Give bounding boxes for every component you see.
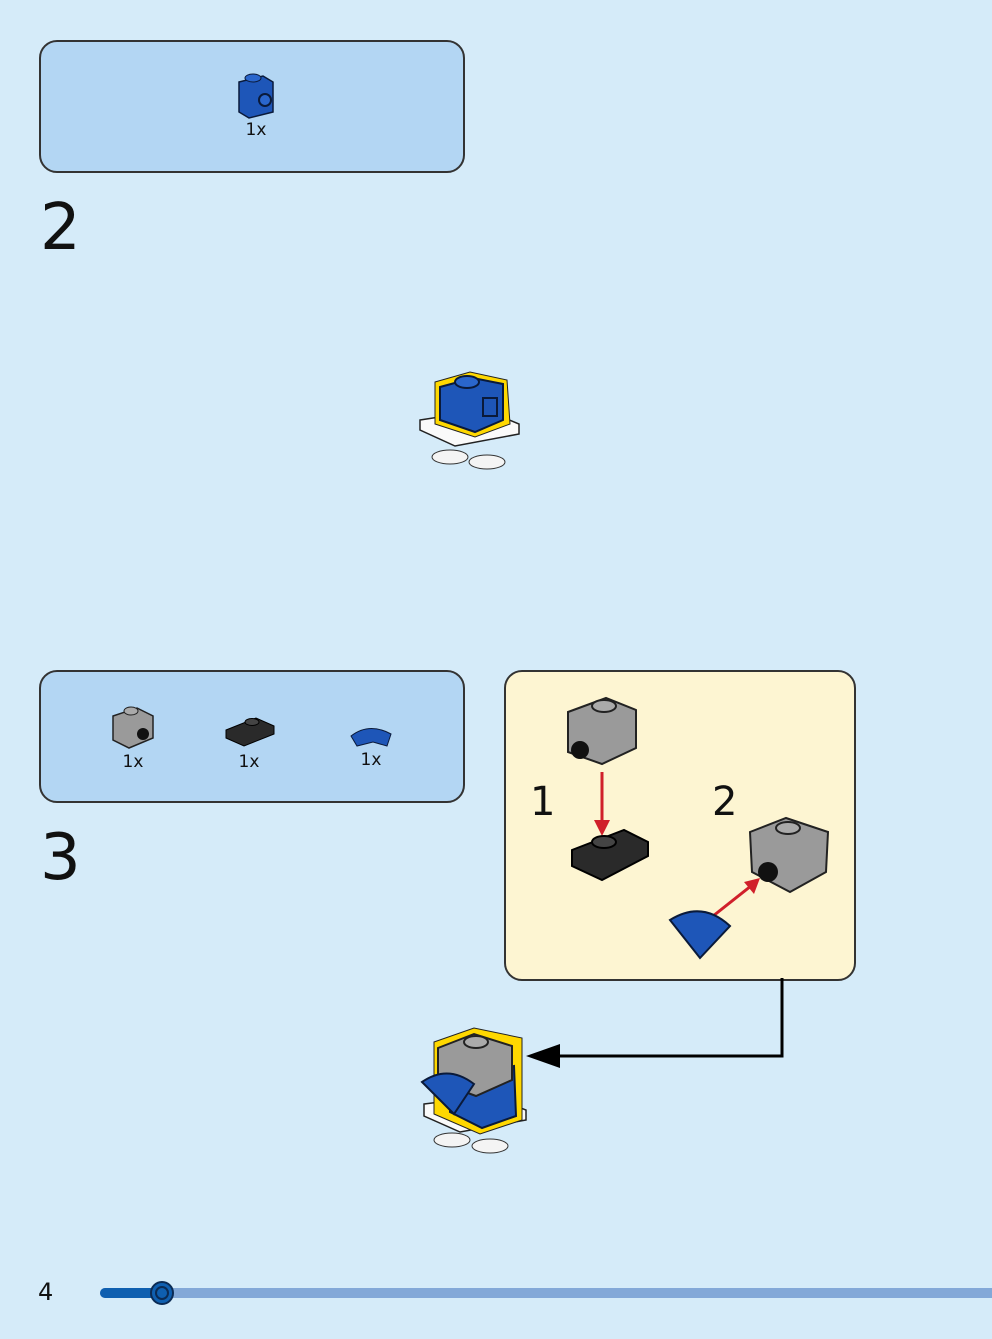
step-number: 3 bbox=[40, 821, 81, 895]
part-blue-bracket: 1x bbox=[226, 68, 286, 140]
sub-assembly-box: 1 2 bbox=[504, 670, 856, 981]
blue-curved-slope-icon bbox=[350, 728, 392, 747]
step-3-model-image bbox=[420, 1027, 527, 1154]
part-gray-bracket: 1x bbox=[103, 702, 163, 772]
progress-fill bbox=[100, 1288, 163, 1298]
step-2-parts-list: 1x bbox=[39, 40, 465, 173]
step-number: 2 bbox=[40, 191, 81, 265]
page-number: 4 bbox=[38, 1278, 54, 1306]
step-3-parts-list: 1x 1x 1x bbox=[39, 670, 465, 803]
part-qty: 1x bbox=[360, 750, 382, 770]
progress-marker bbox=[150, 1281, 175, 1305]
black-clip-plate-icon bbox=[225, 717, 275, 747]
blue-bracket-brick-icon bbox=[238, 73, 274, 119]
part-qty: 1x bbox=[245, 120, 267, 140]
gray-bracket-brick-icon bbox=[112, 706, 154, 749]
part-qty: 1x bbox=[122, 752, 144, 772]
part-black-clip: 1x bbox=[219, 710, 279, 772]
substep-illustration bbox=[567, 696, 830, 960]
part-blue-slope: 1x bbox=[341, 720, 401, 770]
step-2-model-image bbox=[419, 371, 520, 470]
substep-number: 2 bbox=[712, 779, 738, 825]
part-qty: 1x bbox=[238, 752, 260, 772]
callout-arrow bbox=[526, 978, 784, 1068]
substep-number: 1 bbox=[530, 779, 556, 825]
progress-bar bbox=[100, 1281, 992, 1305]
